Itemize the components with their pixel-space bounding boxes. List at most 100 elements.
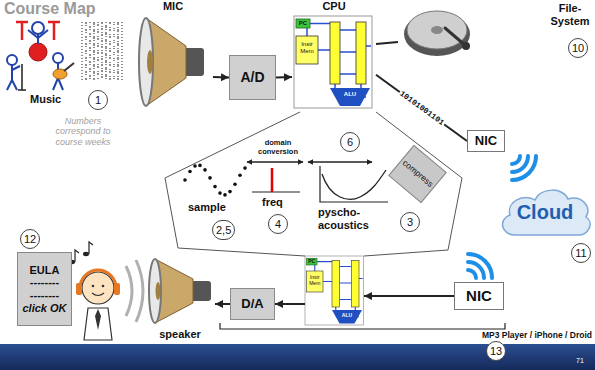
headphone-band [80,270,116,288]
cpu-chip [305,256,364,325]
singer-head [7,55,17,65]
callout-number: 13 [486,341,506,361]
note-stem [89,242,93,254]
text-holder: ALU [332,313,362,319]
drummer-body [28,30,48,44]
node-label: speaker [145,328,215,341]
noise-line [121,22,122,80]
label-holder: sample [188,201,226,214]
connector-arrow [376,75,467,141]
magnet [191,281,211,301]
output-speaker [149,259,211,323]
callout-number: 11 [571,243,591,263]
node-label: File-System [548,2,592,27]
note-stem [75,250,79,262]
node-label: -------- [30,289,59,302]
step-label: sample [188,201,226,214]
conversion-arrow [247,161,303,162]
text-holder: Instr Mem [296,41,318,55]
connector-arrow [275,303,305,305]
label-holder: 11 [571,243,591,263]
label-holder: 71 [576,357,584,365]
step-label: domain conversion [250,139,306,156]
callout-number: 3 [400,212,420,232]
step-label: pyscho- acoustics [318,206,382,231]
node-label: click OK [22,302,66,315]
label-holder: MP3 Player / iPhone / Droid [420,331,592,341]
music-notes [69,242,93,264]
guitarist-head [53,53,63,63]
label-holder: 12 [20,229,40,249]
node-label: MIC [133,0,213,13]
node-label: compress [400,158,435,189]
sound-waves [126,260,143,322]
sound-noise [82,22,122,80]
label-holder: 13 [486,341,506,361]
drummer-head [32,22,44,34]
part-label: ALU [330,91,370,98]
wifi-signal [468,254,492,278]
tie [95,309,101,330]
device-bracket [220,323,505,329]
node-label: EULA [30,264,60,277]
connector-arrow [376,42,398,44]
guitar-neck [64,63,74,71]
label-holder: 3 [400,212,420,232]
speaker-node: speaker [145,255,215,342]
label-holder: Numbers correspond to course weeks [44,116,122,147]
noise-line [89,22,90,80]
cpu-node: PC Instr MemALU [305,256,364,325]
nic-box: NIC [467,130,505,152]
text-holder: ALU [330,91,370,98]
bass-drum [29,43,47,61]
title-holder: Course Map [4,0,96,18]
wifi-signal [512,156,536,180]
label-holder: domain conversion [250,139,306,156]
microphone-speaker [139,18,204,106]
node-label: NIC [466,287,492,304]
connector-arrow [364,295,454,297]
edge-label-holder: 10101001101 [397,88,447,128]
node-label: CPU [292,0,376,13]
wifi-arc [512,156,520,164]
node-label: D/A [241,297,263,312]
earcup [114,283,120,295]
noise-line [81,22,82,80]
callout-number: 6 [340,132,360,152]
musicians [7,22,74,90]
wifi-arc [468,270,476,278]
label-holder: 2,5 [212,220,235,240]
callout-number: 2,5 [212,220,235,240]
text-holder: Instr Mem [307,275,324,287]
node-label: A/D [240,69,264,85]
noise-line [101,22,102,80]
noise-line [85,22,86,80]
node-label: PC [307,259,318,265]
bit-stream-label: 10101001101 [397,88,447,128]
listener [76,270,120,340]
node-label: Cloud [517,201,574,224]
part-label: Instr Mem [296,41,318,55]
text-holder: PC [296,20,310,27]
callout-number: 1 [88,90,108,110]
platter [407,11,467,49]
device-label: MP3 Player / iPhone / Droid [420,331,592,341]
eye [102,285,105,288]
noise-line [105,22,106,80]
note: Numbers correspond to course weeks [44,116,122,147]
smile [92,293,104,296]
hard-drive [404,11,470,56]
wifi-arc [468,262,484,278]
psycho-axis [320,166,388,202]
rim [149,259,161,323]
sample-dots [183,164,247,197]
note-head [83,252,89,256]
mic-stand [18,64,26,90]
connector-arrow [215,303,230,305]
label-holder: freq [262,196,283,209]
node-label: -------- [30,276,59,289]
noise-line [113,22,114,80]
drive-arm [445,28,466,46]
compress-box: compress [388,145,447,203]
